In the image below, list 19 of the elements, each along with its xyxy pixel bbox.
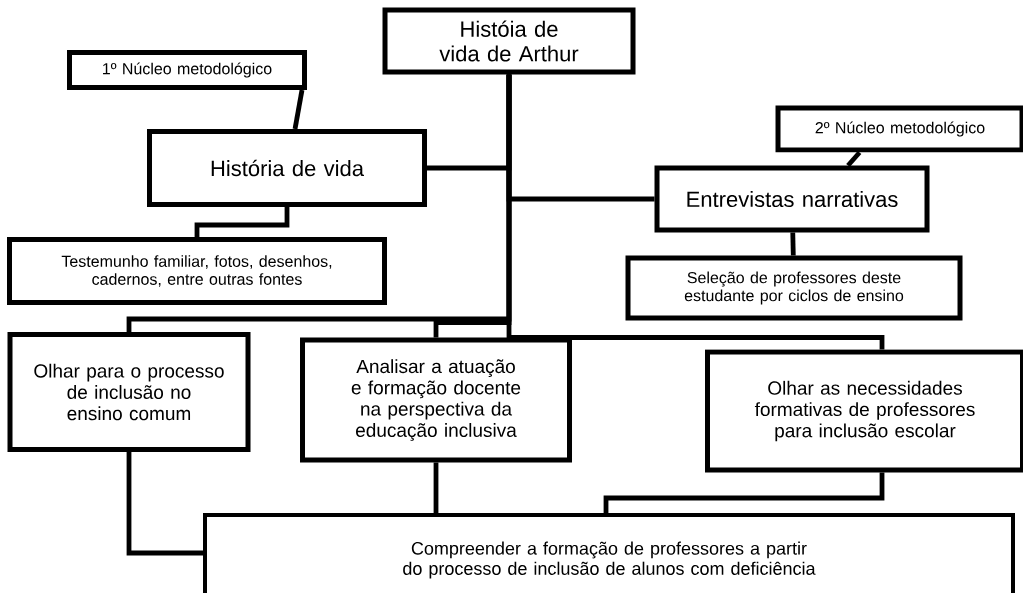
connector-line xyxy=(846,150,862,168)
text-box: Históia de vida de Arthur xyxy=(382,7,636,75)
connector-line xyxy=(603,472,885,513)
connector-line xyxy=(292,89,305,130)
goal-box: Compreender a formação de professores a partir do processo de inclusão de alunos com deficiência xyxy=(203,513,1015,593)
text-box: Olhar as necessidades formativas de professores para inclusão escolar xyxy=(705,349,1023,473)
text-box: História de vida xyxy=(147,129,427,207)
connector-line xyxy=(506,74,885,350)
connector-line xyxy=(194,207,290,237)
connector-line xyxy=(790,232,796,256)
text-box: Analisar a atuação e formação docente na perspectiva da educação inclusiva xyxy=(300,337,572,463)
text-box: Seleção de professores deste estudante por ciclos de ensino xyxy=(625,255,963,321)
text-box: 2º Núcleo metodológico xyxy=(775,105,1023,153)
text-box: Olhar para o processo de inclusão no ensino comum xyxy=(7,332,251,452)
text-box: 1º Núcleo metodológico xyxy=(67,50,307,90)
connector-line xyxy=(126,452,203,556)
connector-line xyxy=(433,462,439,513)
text-box: Testemunho familiar, fotos, desenhos, cadernos, entre outras fontes xyxy=(7,237,387,305)
text-box: Entrevistas narrativas xyxy=(654,165,930,233)
